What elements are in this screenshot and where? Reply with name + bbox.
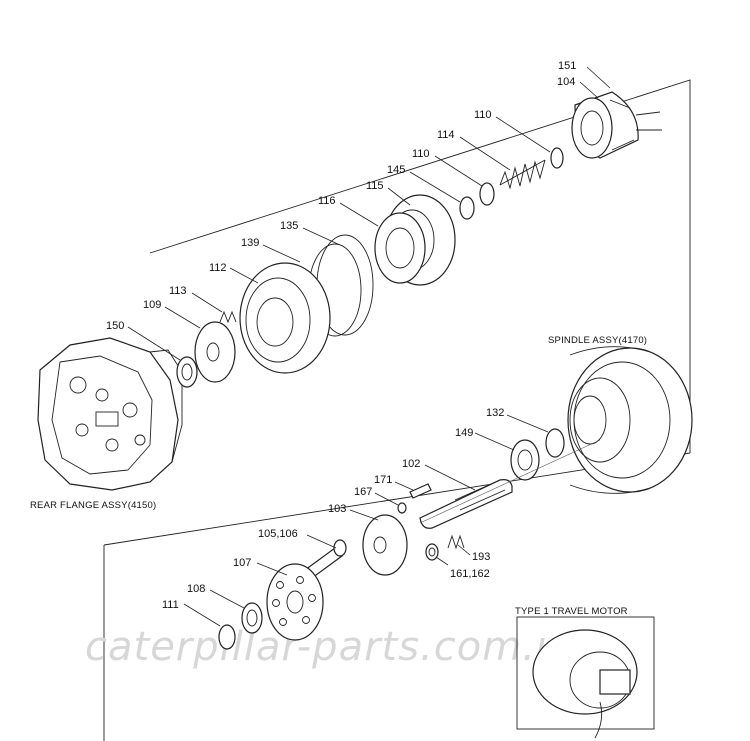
part-107-retainer-plate (266, 563, 324, 641)
leader-lines (127, 66, 611, 627)
callout-135: 135 (280, 220, 298, 232)
rear-flange-housing (37, 337, 183, 491)
caption-rear-flange: REAR FLANGE ASSY(4150) (30, 500, 156, 511)
callout-107: 107 (233, 557, 251, 569)
part-112-cam-ring (239, 262, 331, 374)
callout-193: 193 (472, 551, 490, 563)
callout-102: 102 (402, 458, 420, 470)
callout-161-162: 161,162 (450, 568, 490, 580)
callout-109: 109 (143, 299, 161, 311)
type1-box (516, 616, 655, 730)
part-149-bearing (510, 439, 540, 481)
watermark-text: caterpillar-parts.com.ua (85, 624, 588, 670)
part-110-ring-upper (550, 147, 564, 169)
caption-spindle: SPINDLE ASSY(4170) (548, 335, 647, 346)
callout-145: 145 (387, 164, 405, 176)
callout-105-106: 105,106 (258, 528, 298, 540)
type1-motor-thumbnail (532, 629, 638, 739)
part-193-spring (447, 534, 465, 550)
callout-150: 150 (106, 320, 124, 332)
part-102-shaft (419, 439, 601, 529)
part-150-bearing (176, 356, 198, 388)
part-171-pin (409, 483, 432, 499)
callout-171: 171 (374, 474, 392, 486)
part-110-ring-lower (479, 182, 495, 206)
callout-104: 104 (557, 76, 575, 88)
callout-113: 113 (169, 285, 187, 297)
callout-108: 108 (187, 583, 205, 595)
callout-139: 139 (241, 237, 259, 249)
callout-167: 167 (354, 486, 372, 498)
callout-103: 103 (328, 503, 346, 515)
part-111-ring (218, 624, 236, 650)
callout-149: 149 (455, 427, 473, 439)
part-104-cylinder-block (571, 91, 662, 159)
spindle-housing (567, 346, 693, 494)
callout-110-upper: 110 (474, 109, 492, 121)
callout-114: 114 (437, 129, 455, 141)
caption-type1: TYPE 1 TRAVEL MOTOR (515, 606, 628, 617)
part-161-162-piston (425, 543, 439, 561)
callout-labels: 151 104 110 114 110 145 115 116 135 139 … (106, 60, 576, 611)
part-116-plate-assy (374, 194, 456, 286)
part-105-106-piston-shoe (304, 539, 347, 579)
part-103-swash-plate (362, 514, 408, 576)
callout-115: 115 (366, 180, 384, 192)
callout-112: 112 (209, 262, 227, 274)
callout-110-lower: 110 (412, 148, 430, 160)
callout-111: 111 (162, 599, 179, 611)
part-132-ring (545, 428, 565, 458)
part-113-spring (219, 310, 237, 324)
part-145-ring (459, 196, 475, 220)
callout-132: 132 (486, 407, 504, 419)
part-109-plate (194, 321, 236, 383)
panel-border-top (149, 79, 691, 453)
part-108-bearing (241, 602, 263, 634)
callout-116: 116 (318, 195, 336, 207)
callout-151: 151 (558, 60, 576, 72)
part-167-ball (397, 502, 407, 514)
part-114-spring (499, 159, 546, 190)
